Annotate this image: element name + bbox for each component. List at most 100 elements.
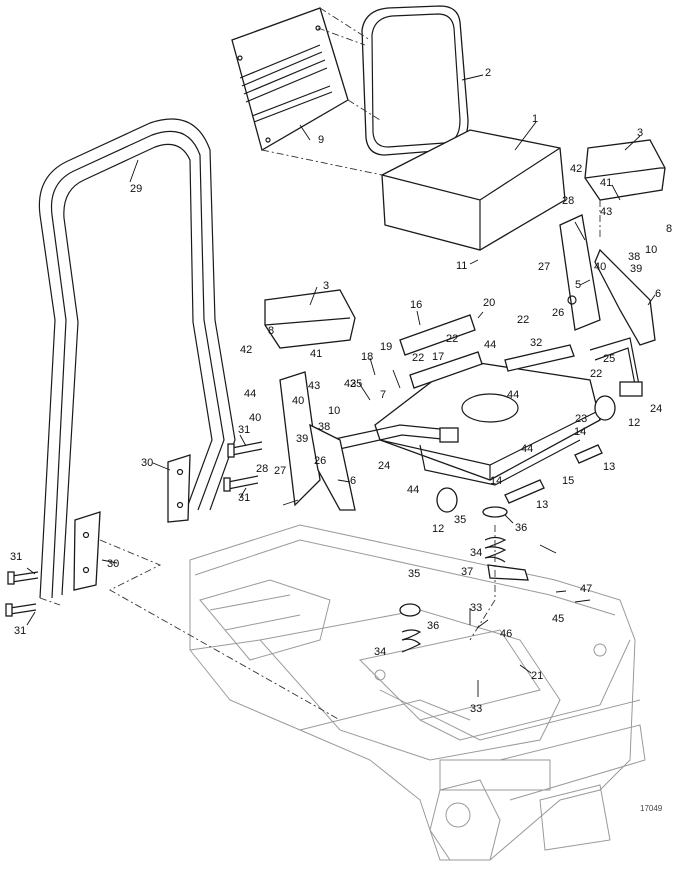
callout-7: 7 xyxy=(380,389,386,401)
callout-3: 3 xyxy=(637,127,643,139)
callout-13: 13 xyxy=(536,499,548,511)
callout-41: 41 xyxy=(310,348,322,360)
callout-6: 6 xyxy=(655,288,661,300)
armrest-right xyxy=(584,139,666,201)
roll-bar xyxy=(38,118,236,599)
armrest-left xyxy=(264,289,356,349)
callout-34b: 34 xyxy=(374,646,386,658)
callout-36b: 36 xyxy=(427,620,439,632)
callout-39: 39 xyxy=(296,433,308,445)
mount-bracket xyxy=(487,564,529,581)
callout-25: 25 xyxy=(350,378,362,390)
callout-38b: 38 xyxy=(628,251,640,263)
seat-belt-left xyxy=(329,424,459,451)
callout-34: 34 xyxy=(470,547,482,559)
callout-1: 1 xyxy=(532,113,538,125)
seat-base xyxy=(374,359,601,486)
seat-cushion xyxy=(381,129,566,251)
callout-15: 15 xyxy=(562,475,574,487)
callout-40c: 40 xyxy=(594,261,606,273)
callout-12: 12 xyxy=(432,523,444,535)
callout-44b: 44 xyxy=(484,339,496,351)
seat-back-panel xyxy=(231,7,349,151)
callout-10: 10 xyxy=(328,405,340,417)
callout-36: 36 xyxy=(515,522,527,534)
callout-31b: 31 xyxy=(238,492,250,504)
callout-46: 46 xyxy=(500,628,512,640)
callout-27b: 27 xyxy=(538,261,550,273)
callout-44c: 44 xyxy=(507,389,519,401)
callout-30: 30 xyxy=(141,457,153,469)
callout-14b: 14 xyxy=(574,426,586,438)
seat-bracket-left xyxy=(279,371,356,511)
callout-44a: 44 xyxy=(244,388,256,400)
pins xyxy=(504,444,603,504)
callout-28b: 28 xyxy=(562,195,574,207)
seat-rails xyxy=(399,314,575,389)
callout-31c: 31 xyxy=(10,551,22,563)
callout-23: 23 xyxy=(575,413,587,425)
shock-mounts xyxy=(436,395,616,513)
callout-20: 20 xyxy=(483,297,495,309)
callout-10b: 10 xyxy=(645,244,657,256)
mount-plate-lower xyxy=(73,511,101,591)
figure-number: 17049 xyxy=(640,804,663,813)
callout-45: 45 xyxy=(552,613,564,625)
callout-22b: 22 xyxy=(446,333,458,345)
callout-17: 17 xyxy=(432,351,444,363)
callout-12b: 12 xyxy=(628,417,640,429)
callout-8: 8 xyxy=(268,325,274,337)
callout-11: 11 xyxy=(456,260,467,272)
callout-38: 38 xyxy=(318,421,330,433)
callout-40b: 40 xyxy=(292,395,304,407)
callout-31a: 31 xyxy=(238,424,250,436)
chassis-frame xyxy=(189,524,646,861)
callout-14: 14 xyxy=(490,475,502,487)
isolator-lower xyxy=(399,603,422,653)
callout-22c: 22 xyxy=(517,314,529,326)
callout-25b: 25 xyxy=(603,353,615,365)
callout-43b: 43 xyxy=(344,378,356,390)
callout-40a: 40 xyxy=(249,412,261,424)
callout-6b: 6 xyxy=(350,475,356,487)
callout-37: 37 xyxy=(461,566,473,578)
callout-27: 27 xyxy=(274,465,286,477)
seat-bracket-right xyxy=(559,214,656,346)
callout-3b: 3 xyxy=(323,280,329,292)
seat-belt-right xyxy=(589,337,643,397)
callout-47: 47 xyxy=(580,583,592,595)
callout-43: 43 xyxy=(308,380,320,392)
callout-30b: 30 xyxy=(107,558,119,570)
mount-plate-upper xyxy=(167,454,191,523)
seat-backrest xyxy=(361,5,469,156)
callout-33b: 33 xyxy=(470,703,482,715)
callout-44e: 44 xyxy=(407,484,419,496)
callout-9: 9 xyxy=(318,134,324,146)
callout-35: 35 xyxy=(454,514,466,526)
callout-26: 26 xyxy=(314,455,326,467)
callout-43c: 43 xyxy=(600,206,612,218)
callout-8b: 8 xyxy=(666,223,672,235)
callout-16: 16 xyxy=(410,299,422,311)
callout-18: 18 xyxy=(361,351,373,363)
callout-22a: 22 xyxy=(412,352,424,364)
callout-19: 19 xyxy=(380,341,392,353)
callout-24: 24 xyxy=(378,460,390,472)
callout-39b: 39 xyxy=(630,263,642,275)
callout-28: 28 xyxy=(256,463,268,475)
bolts xyxy=(5,441,263,617)
callout-13b: 13 xyxy=(603,461,615,473)
callout-42: 42 xyxy=(240,344,252,356)
leader-lines xyxy=(26,74,656,697)
callout-5: 5 xyxy=(575,279,581,291)
callout-29: 29 xyxy=(130,183,142,195)
callout-22d: 22 xyxy=(590,368,602,380)
callout-32: 32 xyxy=(530,337,542,349)
isolator-upper xyxy=(482,506,508,563)
callout-24b: 24 xyxy=(650,403,662,415)
callout-2: 2 xyxy=(485,67,491,79)
callout-41b: 41 xyxy=(600,177,612,189)
callout-42b: 42 xyxy=(570,163,582,175)
callout-44d: 44 xyxy=(521,443,533,455)
